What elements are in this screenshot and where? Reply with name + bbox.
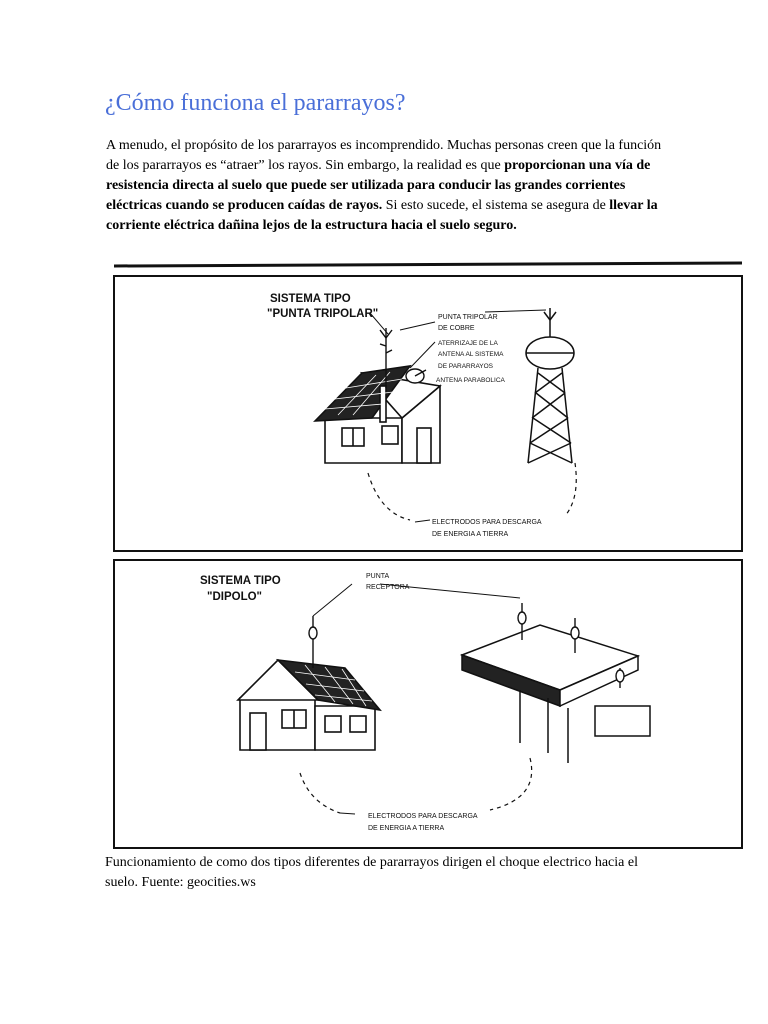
- water-tower: [525, 308, 575, 464]
- house-bottom: [236, 658, 382, 751]
- label-antena-parabolica: ANTENA PARABOLICA: [436, 377, 506, 384]
- label-punta-receptora-2: RECEPTORA: [366, 584, 410, 591]
- intro-paragraph: A menudo, el propósito de los pararrayos…: [106, 136, 666, 236]
- label-punta-tripolar-1: PUNTA TRIPOLAR: [438, 314, 498, 321]
- ground-paths-top: [367, 462, 577, 521]
- tripolar-system-label-1: SISTEMA TIPO: [270, 293, 351, 305]
- label-electrodos-bottom-1: ELECTRODOS PARA DESCARGA: [368, 813, 478, 820]
- house-top: [312, 364, 442, 464]
- figure-top-rule: [113, 261, 743, 268]
- tripolar-system-label-2: "PUNTA TRIPOLAR": [267, 308, 378, 320]
- panel-bottom-frame: [113, 559, 743, 849]
- intro-bold-2: llevar la corriente eléctrica dañina lej…: [106, 198, 658, 233]
- label-punta-receptora-1: PUNTA: [366, 573, 390, 580]
- label-electrodos-top-2: DE ENERGIA A TIERRA: [432, 531, 508, 538]
- panel-punta-tripolar: SISTEMA TIPO "PUNTA TRIPOLAR" PUNTA TRIP…: [113, 275, 743, 552]
- lightning-rod-diagram: SISTEMA TIPO "PUNTA TRIPOLAR" PUNTA TRIP…: [113, 261, 743, 849]
- figure-caption: Funcionamiento de como dos tipos diferen…: [105, 855, 638, 890]
- building-dipolo: [459, 624, 651, 763]
- label-aterrizaje-3: DE PARARRAYOS: [438, 363, 494, 370]
- dipole-rods-building: [517, 603, 625, 688]
- label-aterrizaje-1: ATERRIZAJE DE LA: [438, 340, 499, 347]
- dipolo-system-label-2: "DIPOLO": [207, 591, 262, 603]
- intro-text-1: A menudo, el propósito de los pararrayos…: [106, 138, 662, 173]
- label-aterrizaje-2: ANTENA AL SISTEMA: [438, 351, 504, 358]
- leader-lines-bottom: [312, 583, 521, 815]
- label-electrodos-top-1: ELECTRODOS PARA DESCARGA: [432, 519, 542, 526]
- house-top-roof-grid: [324, 371, 403, 416]
- dipole-rod-house: [308, 616, 318, 668]
- tripolar-rod-house: [379, 328, 393, 388]
- house-bottom-roof-grid: [294, 664, 373, 707]
- label-electrodos-bottom-2: DE ENERGIA A TIERRA: [368, 825, 444, 832]
- parabolic-antenna: [405, 368, 427, 384]
- ground-paths-bottom: [299, 757, 533, 814]
- intro-bold-1: proporcionan una vía de resistencia dire…: [106, 158, 651, 213]
- page-title: ¿Cómo funciona el pararrayos?: [105, 90, 406, 116]
- panel-dipolo: SISTEMA TIPO "DIPOLO" PUNTA RECEPTORA EL…: [113, 559, 743, 849]
- leader-lines-top: [369, 309, 547, 523]
- intro-text-2: Si esto sucede, el sistema se asegura de: [382, 198, 610, 213]
- panel-top-frame: [113, 275, 743, 552]
- label-punta-tripolar-2: DE COBRE: [438, 325, 475, 332]
- dipolo-system-label-1: SISTEMA TIPO: [200, 575, 281, 587]
